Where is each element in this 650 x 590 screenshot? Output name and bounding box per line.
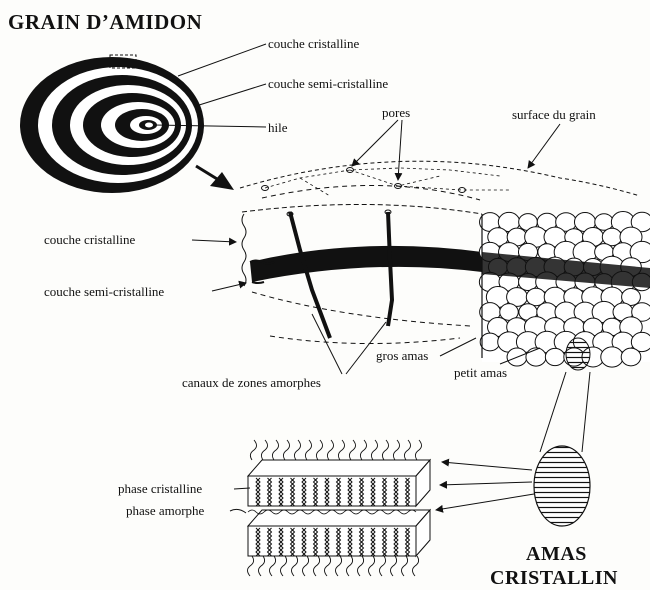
branch-tail: [248, 556, 254, 576]
branch-tail: [259, 556, 265, 576]
branch-tail: [338, 440, 344, 460]
branch-tail: [316, 440, 322, 460]
branch-tail: [382, 440, 388, 460]
label-amas: AMAS: [526, 544, 587, 564]
branch-tail: [305, 440, 311, 460]
branch-tail: [325, 556, 331, 576]
branch-tail: [336, 556, 342, 576]
label-surface-du-grain: surface du grain: [512, 108, 596, 121]
label-phase-amorphe: phase amorphe: [126, 504, 204, 517]
branch-tail: [314, 556, 320, 576]
label-couche-cristalline-left: couche cristalline: [44, 233, 135, 246]
branch-tail: [358, 556, 364, 576]
branch-tail: [360, 440, 366, 460]
zoom-arrow: [196, 166, 234, 190]
branch-tail: [272, 440, 278, 460]
label-hile: hile: [268, 121, 288, 134]
branch-tail: [380, 556, 386, 576]
branch-tail: [402, 556, 408, 576]
label-couche-cristalline-top: couche cristalline: [268, 37, 359, 50]
branch-tail: [281, 556, 287, 576]
label-pores: pores: [382, 106, 410, 119]
branch-tail: [327, 440, 333, 460]
semi-crystalline-band: [250, 246, 482, 282]
sphere-cluster: [526, 348, 546, 366]
branch-tail: [270, 556, 276, 576]
branch-tail: [303, 556, 309, 576]
branch-tail: [413, 556, 419, 576]
branch-tail: [283, 440, 289, 460]
sphere-cluster: [480, 333, 500, 351]
branch-tail: [393, 440, 399, 460]
sphere-cluster: [507, 348, 527, 366]
branch-tail: [415, 440, 421, 460]
label-phase-cristalline: phase cristalline: [118, 482, 202, 495]
branch-tail: [369, 556, 375, 576]
lamellae-arrows: [436, 462, 534, 510]
sphere-cluster: [595, 214, 613, 231]
page-title: GRAIN D’AMIDON: [8, 12, 202, 33]
sphere-cluster: [601, 347, 623, 367]
branch-tail: [371, 440, 377, 460]
label-cristallin: CRISTALLIN: [490, 568, 618, 588]
label-petit-amas: petit amas: [454, 366, 507, 379]
label-gros-amas: gros amas: [376, 349, 428, 362]
branch-tail: [250, 440, 256, 460]
branch-tail: [261, 440, 267, 460]
label-couche-semi-cristalline-top: couche semi-cristalline: [268, 77, 388, 90]
label-couche-semi-cristalline-left: couche semi-cristalline: [44, 285, 164, 298]
amorphous-channels: [290, 212, 392, 338]
sphere-cluster: [621, 348, 641, 366]
branch-tail: [294, 440, 300, 460]
amas-leaders: [540, 372, 590, 452]
branch-tail: [349, 440, 355, 460]
branch-tail: [347, 556, 353, 576]
branch-tail: [391, 556, 397, 576]
sphere-cluster: [545, 348, 564, 365]
label-canaux-zones-amorphes: canaux de zones amorphes: [182, 376, 321, 389]
crystalline-block: [479, 212, 650, 368]
granule-rings: [20, 55, 204, 193]
branch-tail: [404, 440, 410, 460]
branch-tail: [292, 556, 298, 576]
petit-amas-marker: [566, 338, 590, 370]
amas-cristallin-ellipse: [534, 446, 590, 526]
